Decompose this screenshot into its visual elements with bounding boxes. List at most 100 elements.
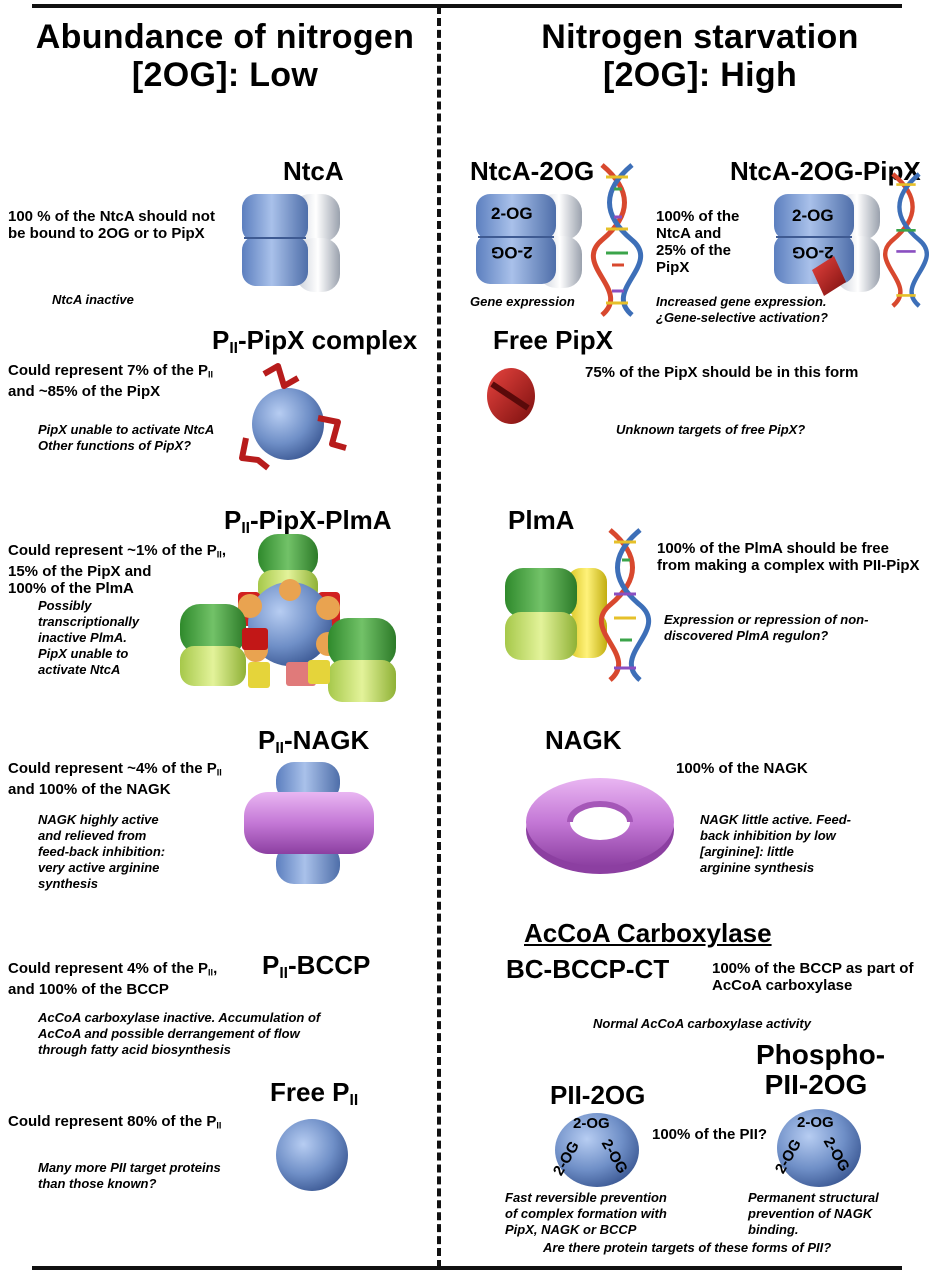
plma-description: 100% of the PlmA should be free from mak… bbox=[657, 540, 920, 574]
pii-2og-note-line3: PipX, NAGK or BCCP bbox=[505, 1222, 637, 1237]
free-pii-title-prefix: Free P bbox=[270, 1077, 350, 1107]
pii-nagk-description: Could represent ~4% of the PII and 100% … bbox=[8, 760, 222, 798]
ntca-2og-pipx-desc-line4: PipX bbox=[656, 259, 690, 276]
nagk-description: 100% of the NAGK bbox=[676, 760, 808, 777]
ntca-2og-pipx-desc-line3: 25% of the bbox=[656, 242, 732, 259]
pii-nagk-desc-line1-sub: II bbox=[216, 767, 222, 778]
pii-bccp-description: Could represent 4% of the PII, and 100% … bbox=[8, 960, 217, 998]
pipx-icon bbox=[487, 368, 535, 424]
phospho-pii-2og-note-line3: binding. bbox=[748, 1222, 799, 1237]
pii-pipx-description: Could represent 7% of the PII and ~85% o… bbox=[8, 362, 213, 400]
pii-bccp-title: PII-BCCP bbox=[262, 950, 370, 989]
phospho-pii-2og-sphere-icon bbox=[777, 1109, 861, 1187]
ntca-title: NtcA bbox=[283, 156, 344, 186]
pii-nagk-title-suffix: -NAGK bbox=[284, 725, 370, 755]
pii-2og-sphere-icon bbox=[555, 1113, 639, 1187]
free-pipx-description: 75% of the PipX should be in this form bbox=[585, 364, 859, 381]
ntca-2og-pipx-note-line1: Increased gene expression. bbox=[656, 294, 827, 309]
pii-pipx-plma-desc-line3: 100% of the PlmA bbox=[8, 580, 134, 598]
pii-bccp-title-sub: II bbox=[279, 964, 289, 982]
pii-bccp-desc-line2: and 100% of the BCCP bbox=[8, 981, 169, 999]
pii-2og-note-line1: Fast reversible prevention bbox=[505, 1190, 667, 1205]
pii-nagk-desc-line1-prefix: Could represent ~4% of the P bbox=[8, 760, 217, 777]
plma-desc-line2: from making a complex with PII-PipX bbox=[657, 557, 920, 574]
nagk-ring-icon bbox=[526, 778, 674, 874]
free-pii-note-line1: Many more PII target proteins bbox=[38, 1160, 221, 1175]
accoa-desc-line1: 100% of the BCCP as part of bbox=[712, 960, 914, 977]
right-header-line1: Nitrogen starvation bbox=[541, 18, 859, 56]
pii-bccp-desc-line1-suffix: , bbox=[213, 960, 218, 977]
pii-pipx-plma-desc-line1-suffix: , bbox=[221, 542, 226, 559]
ntca-dimer-icon bbox=[242, 194, 340, 292]
pii-pipx-plma-note: Possibly transcriptionally inactive PlmA… bbox=[38, 598, 139, 678]
pii-pipx-plma-title-sub: II bbox=[241, 519, 251, 537]
pii-2og-title: PII-2OG bbox=[550, 1080, 646, 1110]
ntca-desc-line1: 100 % of the NtcA should not bbox=[8, 208, 215, 225]
ntca-2og-label-top: 2-OG bbox=[491, 204, 533, 223]
free-pii-description: Could represent 80% of the PII bbox=[8, 1113, 221, 1134]
pii-pipx-plma-desc-line2: 15% of the PipX and bbox=[8, 563, 152, 581]
pii-pipx-plma-title: PII-PipX-PlmA bbox=[224, 505, 392, 544]
plma-note-line2: discovered PlmA regulon? bbox=[664, 628, 829, 643]
pii-2og-note: Fast reversible prevention of complex fo… bbox=[505, 1190, 667, 1238]
ntca-note: NtcA inactive bbox=[52, 292, 134, 307]
pii-bccp-title-prefix: P bbox=[262, 950, 280, 980]
free-pipx-title: Free PipX bbox=[493, 325, 613, 355]
nagk-note-line4: arginine synthesis bbox=[700, 860, 815, 875]
free-pipx-note: Unknown targets of free PipX? bbox=[616, 422, 806, 437]
pii-nagk-note-line5: synthesis bbox=[38, 876, 98, 891]
ntca-description: 100 % of the NtcA should not be bound to… bbox=[8, 208, 215, 242]
pii-bccp-note: AcCoA carboxylase inactive. Accumulation… bbox=[38, 1010, 320, 1058]
pii-pipx-title-sub: II bbox=[229, 339, 239, 357]
plma-dimer-icon bbox=[505, 568, 607, 660]
right-header: Nitrogen starvation [2OG]: High bbox=[480, 18, 920, 94]
nagk-note-line1: NAGK little active. Feed- bbox=[700, 812, 851, 827]
pii-bccp-title-suffix: -BCCP bbox=[288, 950, 371, 980]
pii-nagk-icon bbox=[244, 762, 374, 884]
plma-title: PlmA bbox=[508, 505, 575, 535]
phospho-pii-2og-title-line1: Phospho- bbox=[756, 1039, 886, 1070]
pii-pipx-desc-line1-sub: II bbox=[208, 369, 214, 380]
pii-pipx-plma-description: Could represent ~1% of the PII, 15% of t… bbox=[8, 542, 226, 597]
phospho-pii-2og-label-top: 2-OG bbox=[797, 1114, 834, 1131]
bottom-rule bbox=[32, 1266, 902, 1270]
pii-pipx-plma-desc-line1-sub: II bbox=[216, 549, 222, 560]
pii-bccp-note-line2: AcCoA and possible derrangement of flow bbox=[38, 1026, 300, 1041]
pii-nagk-title: PII-NAGK bbox=[258, 725, 369, 764]
ntca-2og-pipx-icon bbox=[774, 194, 880, 296]
pii-nagk-title-prefix: P bbox=[258, 725, 276, 755]
pii-pipx-title: PII-PipX complex bbox=[212, 325, 417, 364]
pii-pipx-complex-icon bbox=[239, 363, 347, 471]
free-pii-note-line2: than those known? bbox=[38, 1176, 157, 1191]
ntca-2og-note: Gene expression bbox=[470, 294, 575, 309]
dna-helix-icon bbox=[591, 163, 643, 317]
pii-bccp-note-line3: through fatty acid biosynthesis bbox=[38, 1042, 231, 1057]
plma-note: Expression or repression of non- discove… bbox=[664, 612, 868, 644]
pii-pipx-plma-note-line3: inactive PlmA. bbox=[38, 630, 127, 645]
pii-nagk-note: NAGK highly active and relieved from fee… bbox=[38, 812, 165, 892]
ntca-2og-pipx-desc-line1: 100% of the bbox=[656, 208, 740, 225]
plma-note-line1: Expression or repression of non- bbox=[664, 612, 869, 627]
pii-nagk-title-sub: II bbox=[275, 739, 285, 757]
bottom-question: Are there protein targets of these forms… bbox=[543, 1240, 832, 1255]
pii-pipx-plma-note-line1: Possibly bbox=[38, 598, 92, 613]
pii-pipx-plma-desc-line1: Could represent ~1% of the PII, bbox=[8, 542, 226, 563]
pii-nagk-note-line3: feed-back inhibition: bbox=[38, 844, 166, 859]
left-header-line1: Abundance of nitrogen bbox=[35, 18, 415, 56]
pii-nagk-desc-line1: Could represent ~4% of the PII bbox=[8, 760, 222, 781]
ntca-2og-title: NtcA-2OG bbox=[470, 156, 595, 186]
free-pii-note: Many more PII target proteins than those… bbox=[38, 1160, 221, 1192]
pii-pipx-desc-line1-prefix: Could represent 7% of the P bbox=[8, 362, 209, 379]
nagk-note-line3: [arginine]: little bbox=[700, 844, 794, 859]
right-header-line2: [2OG]: High bbox=[602, 56, 798, 94]
pii-nagk-note-line4: very active arginine bbox=[38, 860, 160, 875]
pii-nagk-desc-line2: and 100% of the NAGK bbox=[8, 781, 171, 799]
ntca-2og-pipx-note: Increased gene expression. ¿Gene-selecti… bbox=[656, 294, 828, 326]
free-pii-title-sub: II bbox=[349, 1091, 359, 1109]
pii-pipx-plma-desc-line1-prefix: Could represent ~1% of the P bbox=[8, 542, 217, 559]
ntca-2og-icon bbox=[476, 194, 582, 288]
pii-bccp-desc-line1: Could represent 4% of the PII, bbox=[8, 960, 217, 981]
pii-pipx-title-prefix: P bbox=[212, 325, 230, 355]
left-header-line2: [2OG]: Low bbox=[131, 56, 319, 94]
pii-2og-note-line2: of complex formation with bbox=[505, 1206, 667, 1221]
